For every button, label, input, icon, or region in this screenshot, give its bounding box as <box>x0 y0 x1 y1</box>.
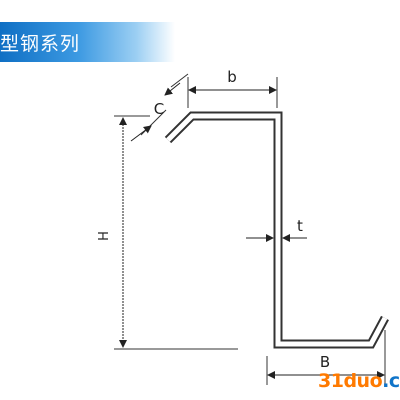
dimension-c-arrow-2 <box>164 82 181 96</box>
dimension-c-ext-2 <box>170 73 189 88</box>
dimension-label-bigb: B <box>320 353 330 371</box>
dimension-c-arrow-1 <box>130 125 152 142</box>
banner-title: 型钢系列 <box>0 33 81 55</box>
z-profile-inner <box>166 113 388 347</box>
dimension-label-h: H <box>97 231 112 241</box>
watermark-suffix: .c <box>382 370 400 392</box>
watermark-logo: 31duo.c <box>318 370 400 392</box>
dimension-label-t: t <box>297 217 303 235</box>
watermark-brand: 31duo <box>318 370 383 392</box>
dimension-label-b: b <box>227 68 237 86</box>
title-banner: 型钢系列 <box>0 22 175 62</box>
dimension-label-c: C <box>154 100 164 118</box>
